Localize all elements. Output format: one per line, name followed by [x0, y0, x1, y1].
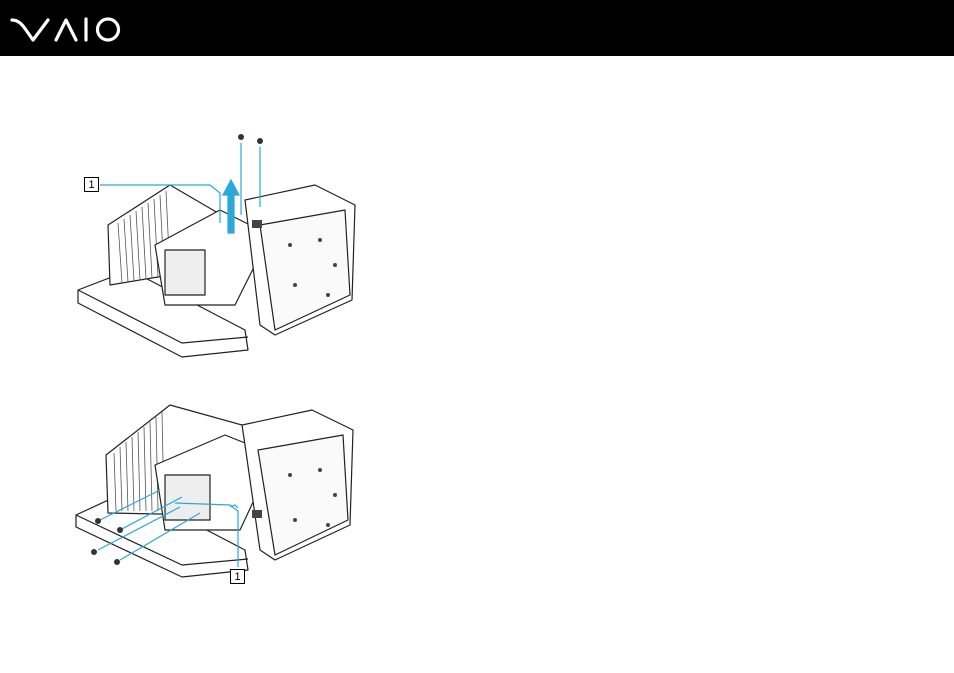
- callout-1-top: 1: [84, 177, 99, 192]
- header-bar: [0, 0, 954, 56]
- callout-1-bottom: 1: [230, 569, 245, 584]
- vaio-logo: [0, 0, 140, 56]
- illustration-remove-screws: [70, 125, 370, 360]
- illustration-remove-bracket-screws: [70, 395, 370, 595]
